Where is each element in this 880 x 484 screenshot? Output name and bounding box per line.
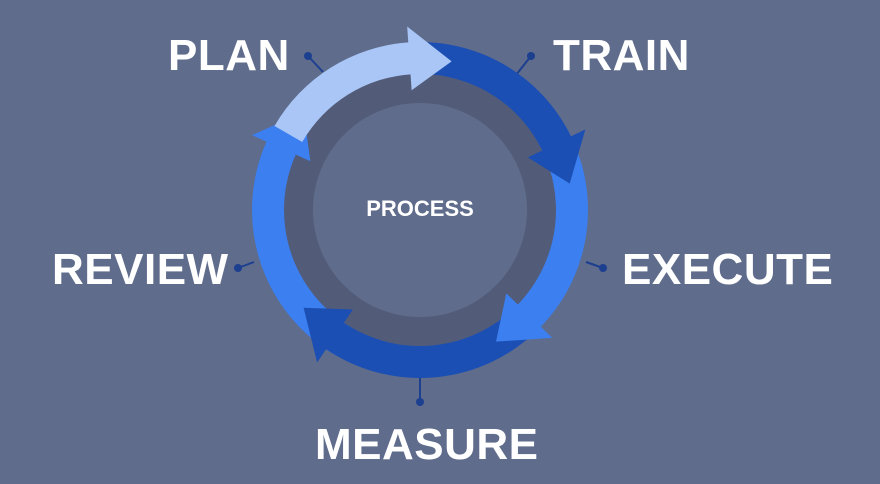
arrow-plan bbox=[274, 26, 452, 143]
connector-dot-plan bbox=[304, 52, 312, 60]
connector-dot-measure bbox=[416, 398, 424, 406]
center-label: PROCESS bbox=[366, 196, 474, 221]
stage-label-review: REVIEW bbox=[52, 245, 229, 294]
connectors-group bbox=[234, 52, 607, 406]
arrows-group bbox=[251, 26, 588, 379]
arrow-review bbox=[251, 112, 352, 356]
connector-dot-execute bbox=[599, 264, 607, 272]
arrow-train bbox=[405, 42, 586, 184]
stage-label-train: TRAIN bbox=[553, 31, 690, 80]
connector-dot-train bbox=[527, 52, 535, 60]
arrow-measure bbox=[303, 306, 539, 379]
stage-label-plan: PLAN bbox=[168, 31, 290, 80]
inner-circle bbox=[313, 103, 527, 317]
stage-label-measure: MEASURE bbox=[315, 420, 539, 469]
connector-line-train bbox=[515, 55, 532, 76]
stage-label-execute: EXECUTE bbox=[622, 245, 834, 294]
connector-dot-review bbox=[234, 264, 242, 272]
